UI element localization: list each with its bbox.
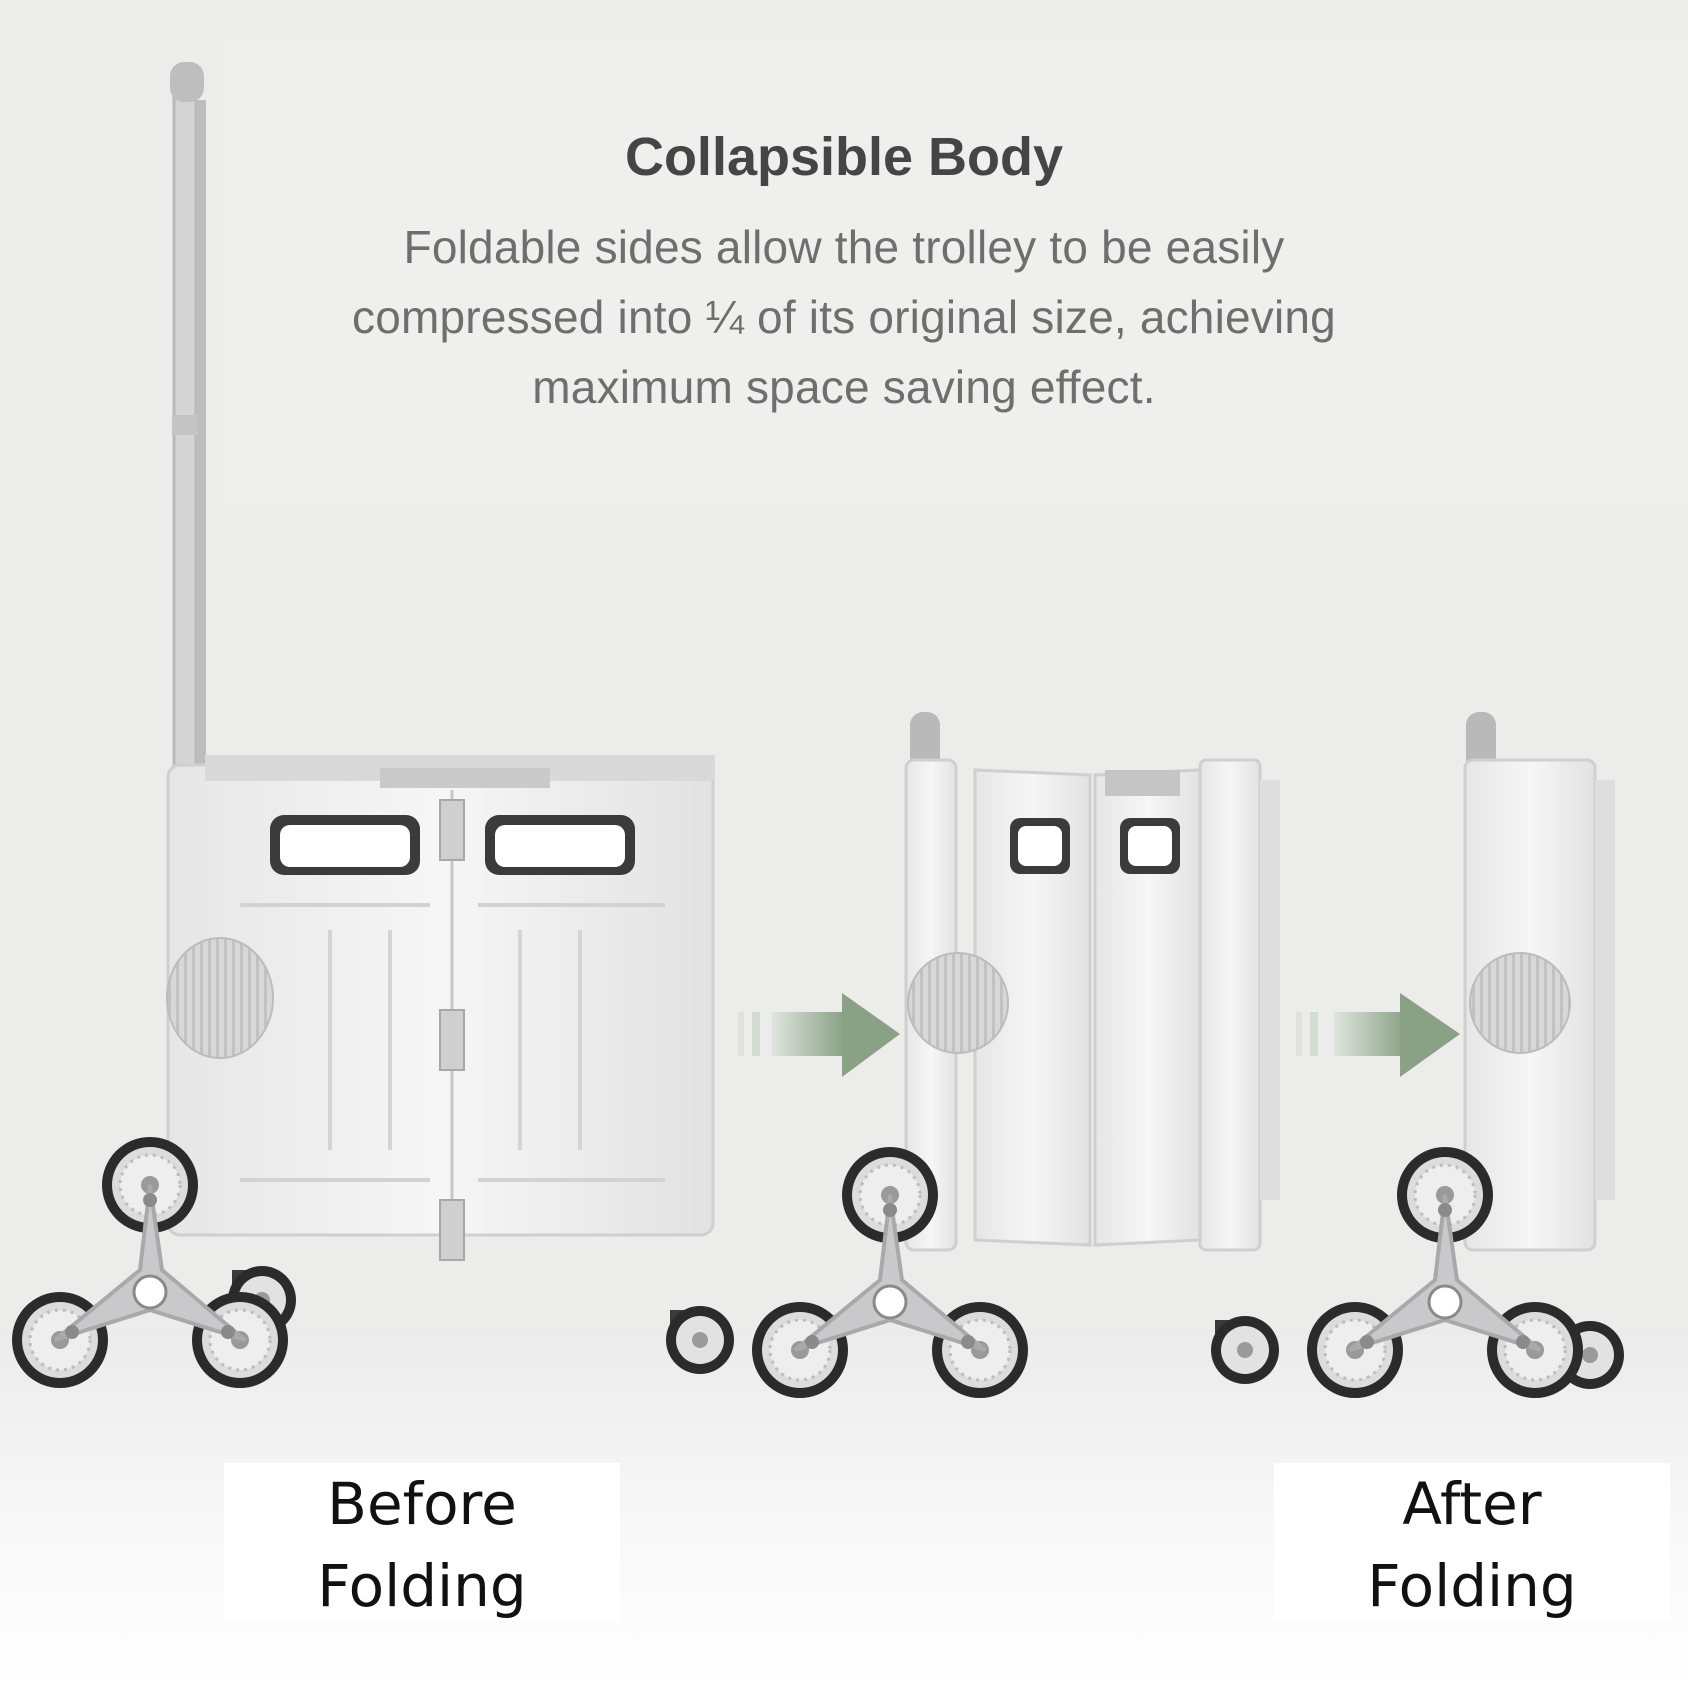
unfolded-trolley — [12, 62, 734, 1388]
after-label-line-2: Folding — [1367, 1552, 1577, 1620]
right-arrow-icon — [1296, 993, 1460, 1077]
before-label-line-1: Before — [327, 1470, 517, 1538]
after-label-line-1: After — [1402, 1470, 1542, 1538]
half-folded-trolley — [752, 712, 1280, 1398]
description-line-3: maximum space saving effect. — [532, 361, 1156, 413]
description-line-1: Foldable sides allow the trolley to be e… — [403, 221, 1285, 273]
before-folding-label: Before Folding — [224, 1463, 620, 1621]
description-line-2: compressed into ¼ of its original size, … — [352, 291, 1336, 343]
folded-trolley — [1307, 712, 1624, 1398]
after-folding-label: After Folding — [1274, 1463, 1670, 1621]
right-arrow-icon — [738, 993, 900, 1077]
page-title: Collapsible Body — [624, 127, 1064, 187]
before-label-line-2: Folding — [317, 1552, 527, 1620]
background-panel — [225, 40, 1688, 505]
